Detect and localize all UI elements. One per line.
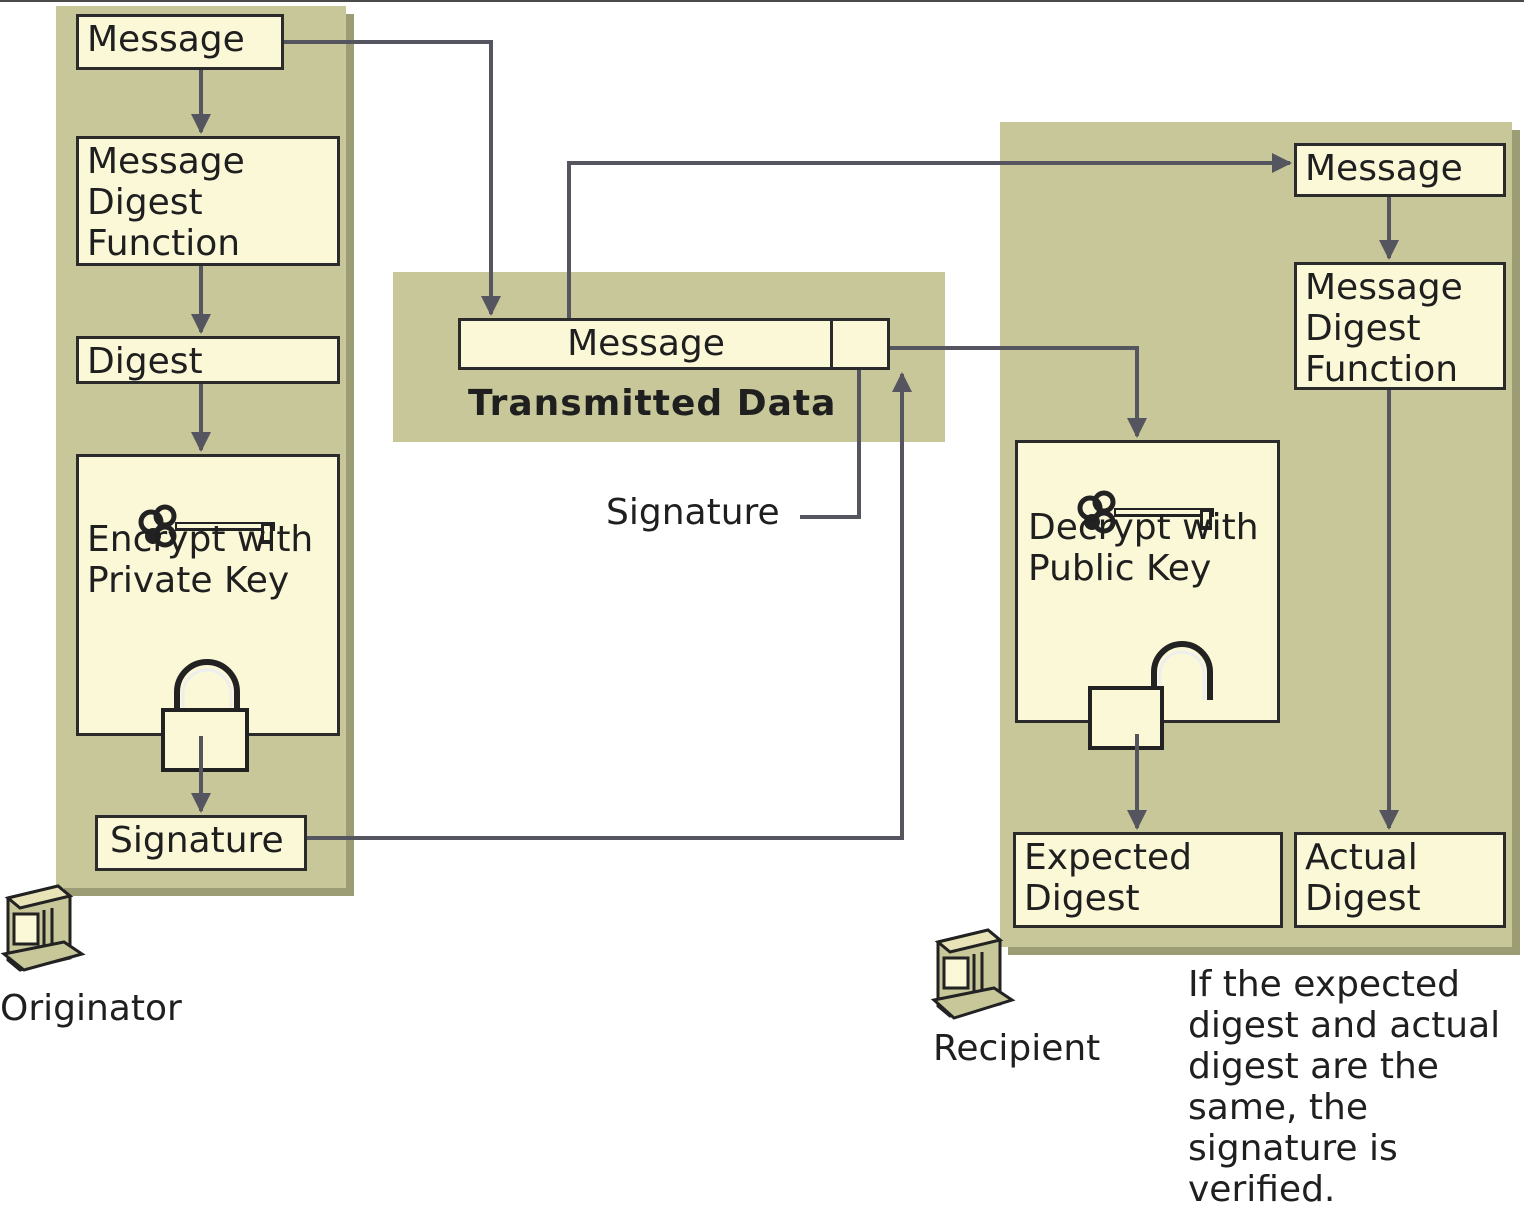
arrow-message-to-transmitted (284, 40, 501, 316)
arrow-transmitted-to-recipient-message (567, 153, 1292, 318)
transmitted-signature-segment (830, 318, 890, 370)
verification-note: If the expected digest and actual digest… (1188, 964, 1501, 1210)
arrow-signature-to-transmitted (307, 372, 912, 840)
originator-digest-box: Digest (76, 336, 340, 384)
recipient-decrypt-box: Decrypt with Public Key (1015, 440, 1280, 750)
originator-caption: Originator (0, 988, 182, 1029)
padlock-open-icon (1086, 595, 1216, 750)
encrypt-label: Encrypt with Private Key (87, 519, 314, 601)
transmitted-data-title: Transmitted Data (468, 383, 837, 424)
decrypt-label: Decrypt with Public Key (1028, 507, 1259, 589)
expected-digest-box: Expected Digest (1013, 832, 1283, 928)
transmitted-message-box: Message (458, 318, 834, 370)
key-icon (1070, 449, 1220, 534)
originator-digest-function-box: Message Digest Function (76, 136, 340, 266)
originator-signature-box: Signature (95, 815, 307, 871)
signature-pointer-label: Signature (606, 492, 780, 533)
recipient-message-box: Message (1294, 143, 1506, 197)
originator-encrypt-box: Encrypt with Private Key (76, 454, 340, 772)
actual-digest-box: Actual Digest (1294, 832, 1506, 928)
recipient-digest-function-box: Message Digest Function (1294, 262, 1506, 390)
originator-message-box: Message (76, 14, 284, 70)
computer-icon (930, 924, 1016, 1024)
key-icon (131, 463, 281, 548)
signature-pointer-line (800, 370, 861, 519)
computer-icon (0, 880, 86, 976)
padlock-closed-icon (159, 617, 255, 772)
arrow-signature-to-decrypt (890, 346, 1147, 438)
recipient-caption: Recipient (933, 1028, 1101, 1069)
top-border-line (0, 0, 1524, 2)
